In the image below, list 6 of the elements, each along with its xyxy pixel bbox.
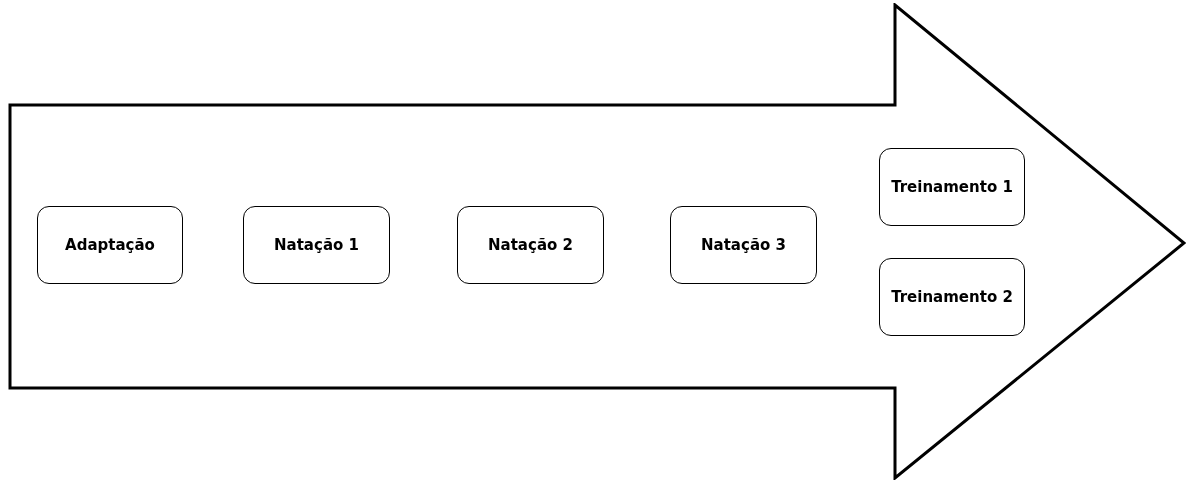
stage-box: Adaptação — [37, 206, 183, 284]
stage-box: Natação 2 — [457, 206, 604, 284]
stage-box: Natação 3 — [670, 206, 817, 284]
stage-box: Natação 1 — [243, 206, 390, 284]
stage-box: Treinamento 2 — [879, 258, 1025, 336]
stage-box: Treinamento 1 — [879, 148, 1025, 226]
